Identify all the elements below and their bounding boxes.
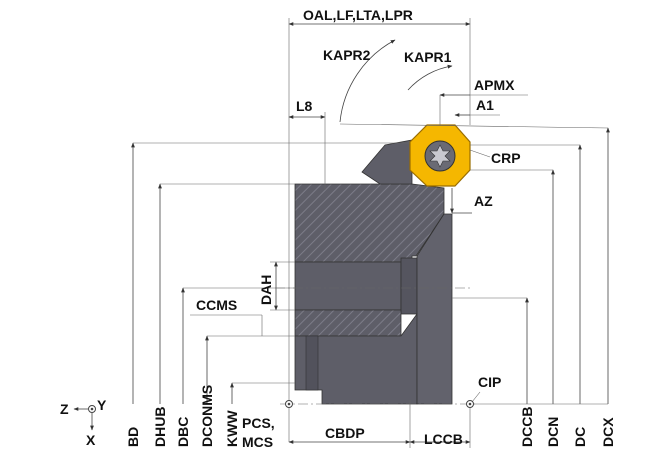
label-mcs: MCS [242,434,273,450]
label-dconms: DCONMS [199,385,215,447]
label-bd: BD [125,427,141,447]
label-dcn: DCN [545,417,561,447]
label-axis-y: Y [97,397,107,413]
cutter-body [294,139,453,405]
pcs-point [285,400,293,408]
label-l8: L8 [296,98,313,114]
insert-seat [361,139,413,185]
body-lower-section [294,309,402,337]
label-ccms: CCMS [196,297,237,313]
cip-point [466,400,474,408]
label-dah: DAH [258,275,274,305]
label-a1: A1 [476,97,494,113]
coordinate-system-icon [73,405,96,431]
label-kww: KWW [224,410,240,447]
chip-pocket [416,213,453,405]
label-axis-x: X [86,432,96,448]
label-axis-z: Z [60,401,69,417]
label-dc: DC [572,427,588,447]
label-cip: CIP [478,374,501,390]
label-dccb: DCCB [519,407,535,447]
label-lccb: LCCB [424,431,463,447]
label-oal: OAL,LF,LTA,LPR [303,7,413,23]
dimension-lines [131,18,610,448]
label-apmx: APMX [474,77,515,93]
torx-screw-icon [424,140,456,172]
body-lower-solid [294,312,418,405]
label-dhub: DHUB [152,407,168,447]
label-az: AZ [474,193,493,209]
label-crp: CRP [491,150,521,166]
label-cbdp: CBDP [325,425,365,441]
bore-area [294,261,402,311]
bore-step [400,257,418,315]
label-pcs: PCS, [242,415,275,431]
cutting-insert [409,124,471,187]
labels: OAL,LF,LTA,LPR KAPR2 KAPR1 APMX L8 A1 CR… [60,7,616,450]
label-kapr2: KAPR2 [323,47,371,63]
keyway [305,335,319,391]
label-dcx: DCX [600,417,616,447]
label-kapr1: KAPR1 [404,49,452,65]
label-dbc: DBC [175,417,191,447]
